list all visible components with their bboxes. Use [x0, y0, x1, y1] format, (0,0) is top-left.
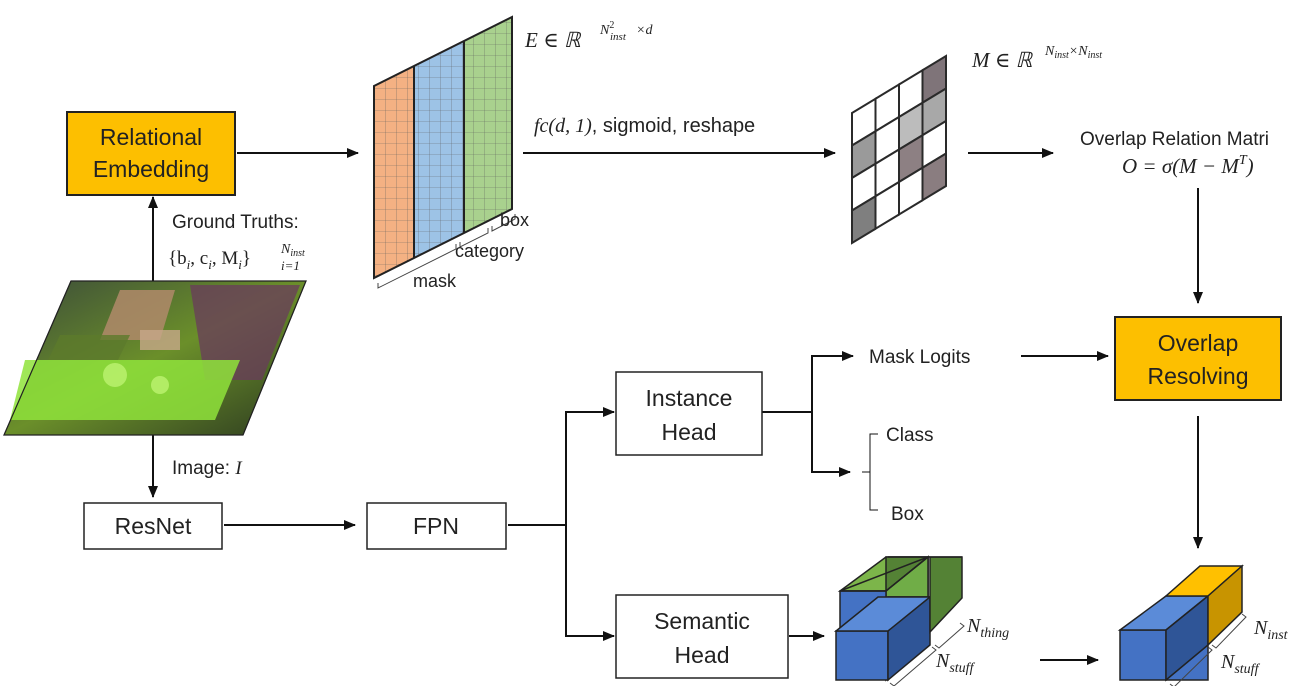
instance-head-label-1: Instance: [646, 385, 733, 411]
resnet-box: ResNet: [83, 502, 223, 550]
matrix-M: [851, 54, 947, 245]
overlap-resolving-label-2: Resolving: [1148, 363, 1249, 389]
semantic-head-label-2: Head: [675, 642, 730, 668]
overlap-resolving-label-1: Overlap: [1158, 330, 1239, 356]
relational-embedding-label-2: Embedding: [93, 156, 209, 182]
overlap-formula: O = σ(M − MT): [1122, 153, 1254, 178]
svg-text:×d: ×d: [636, 23, 653, 38]
n-thing-label: Nthing: [966, 615, 1009, 641]
ground-truths-label: Ground Truths:: [172, 212, 299, 233]
svg-text:N2: N2: [599, 20, 614, 38]
emb-category-label: category: [455, 241, 524, 261]
overlap-matrix-title: Overlap Relation Matri: [1080, 129, 1269, 150]
relational-embedding-box: Relational Embedding: [66, 111, 236, 196]
svg-text:Ninst: Ninst: [280, 242, 305, 259]
fpn-box: FPN: [366, 502, 507, 550]
svg-text:E ∈ ℝ: E ∈ ℝ: [524, 28, 582, 52]
final-output-cube: [1117, 564, 1244, 682]
class-label: Class: [886, 425, 934, 446]
fc-label: fc(d, 1), sigmoid, reshape: [534, 115, 755, 137]
box-label: Box: [891, 504, 924, 525]
image-label: Image: I: [172, 458, 243, 479]
input-image: [3, 280, 307, 436]
instance-head-box: Instance Head: [615, 371, 763, 456]
connectors: [148, 148, 1203, 665]
semantic-cube-brackets: [889, 622, 965, 686]
n-stuff-label: Nstuff: [935, 650, 976, 676]
relational-embedding-label-1: Relational: [100, 124, 202, 150]
svg-text:Ninst×Ninst: Ninst×Ninst: [1044, 44, 1102, 61]
overlap-resolving-box: Overlap Resolving: [1114, 316, 1282, 401]
E-definition: E ∈ ℝ N2 inst ×d: [524, 20, 653, 52]
emb-mask-label: mask: [413, 271, 457, 291]
n-inst-label: Ninst: [1253, 617, 1289, 643]
ground-truths-set: {bi, ci, Mi} Ninst i=1: [168, 242, 305, 273]
matrix-cell: [921, 151, 947, 203]
semantic-head-box: Semantic Head: [615, 594, 789, 679]
semantic-head-label-1: Semantic: [654, 608, 750, 634]
embedding-tensor: [373, 15, 516, 289]
fpn-label: FPN: [413, 513, 459, 539]
svg-text:{bi, ci, Mi}: {bi, ci, Mi}: [168, 248, 251, 272]
semantic-output-cube: [833, 555, 963, 682]
gt-range: i=1: [281, 258, 300, 273]
svg-text:O = σ(M − MT): O = σ(M − MT): [1122, 153, 1254, 178]
resnet-label: ResNet: [115, 513, 192, 539]
n-stuff-final-label: Nstuff: [1220, 651, 1261, 677]
svg-text:inst: inst: [610, 31, 627, 43]
M-definition: M ∈ ℝ Ninst×Ninst: [971, 44, 1102, 72]
emb-box-label: box: [500, 210, 529, 230]
instance-head-label-2: Head: [662, 419, 717, 445]
svg-text:M ∈ ℝ: M ∈ ℝ: [971, 48, 1034, 72]
mask-logits-label: Mask Logits: [869, 347, 970, 368]
